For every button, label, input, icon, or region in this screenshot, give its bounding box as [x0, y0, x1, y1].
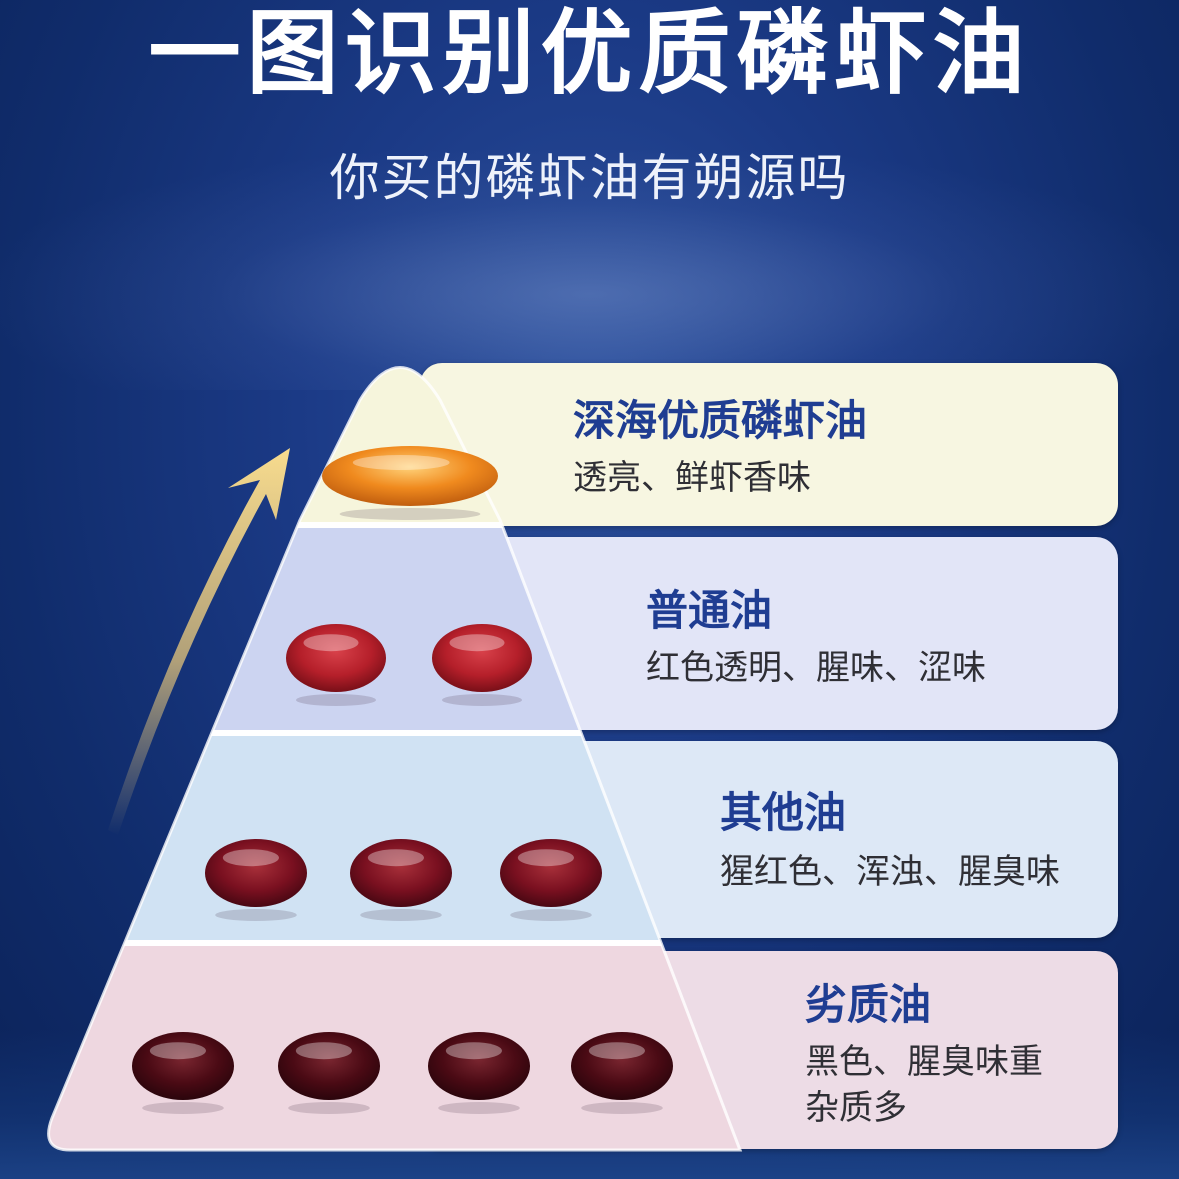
capsule-highlight — [149, 1042, 206, 1060]
capsule-icon — [500, 839, 602, 907]
capsule-shadow — [581, 1102, 663, 1114]
capsule-highlight — [445, 1042, 502, 1060]
capsule-highlight — [222, 849, 279, 867]
page-subtitle: 你买的磷虾油有朔源吗 — [329, 149, 850, 207]
capsule-highlight — [517, 849, 574, 867]
tier-name-inferior: 劣质油 — [805, 980, 932, 1029]
capsule-shadow — [215, 909, 297, 921]
tier-desc-inferior: 黑色、腥臭味重 — [805, 1042, 1043, 1082]
quality-arrow-icon — [108, 448, 290, 835]
background-haze — [0, 150, 1179, 390]
capsule-shadow — [442, 694, 522, 706]
capsule-highlight — [303, 634, 359, 652]
capsule-shadow — [339, 508, 481, 520]
tier-name-ordinary: 普通油 — [646, 586, 773, 635]
capsule-highlight — [352, 455, 450, 470]
capsule-shadow — [142, 1102, 224, 1114]
tier-desc-other: 猩红色、浑浊、腥臭味 — [720, 852, 1060, 892]
capsule-icon — [322, 446, 498, 506]
capsule-icon — [428, 1032, 530, 1100]
capsule-highlight — [367, 849, 424, 867]
capsule-shadow — [288, 1102, 370, 1114]
capsule-shadow — [296, 694, 376, 706]
tier-name-other: 其他油 — [720, 788, 847, 837]
tier-panel-premium — [420, 363, 1118, 526]
capsule-shadow — [510, 909, 592, 921]
capsule-highlight — [295, 1042, 352, 1060]
tier-desc-premium: 透亮、鲜虾香味 — [573, 458, 811, 498]
tier-desc-ordinary: 红色透明、腥味、涩味 — [646, 648, 986, 688]
capsule-shadow — [438, 1102, 520, 1114]
capsule-icon — [132, 1032, 234, 1100]
tier-name-premium: 深海优质磷虾油 — [573, 396, 868, 445]
capsule-highlight — [588, 1042, 645, 1060]
pyramid-band-other — [48, 733, 741, 943]
capsule-shadow — [360, 909, 442, 921]
tier-desc-inferior-line2: 杂质多 — [805, 1088, 907, 1128]
capsule-icon — [350, 839, 452, 907]
page-title: 一图识别优质磷虾油 — [148, 0, 1031, 107]
capsule-group — [132, 446, 673, 1114]
capsule-icon — [571, 1032, 673, 1100]
capsule-highlight — [449, 634, 505, 652]
capsule-icon — [432, 624, 532, 692]
pyramid-band-ordinary — [48, 525, 741, 733]
capsule-icon — [205, 839, 307, 907]
capsule-icon — [278, 1032, 380, 1100]
capsule-icon — [286, 624, 386, 692]
